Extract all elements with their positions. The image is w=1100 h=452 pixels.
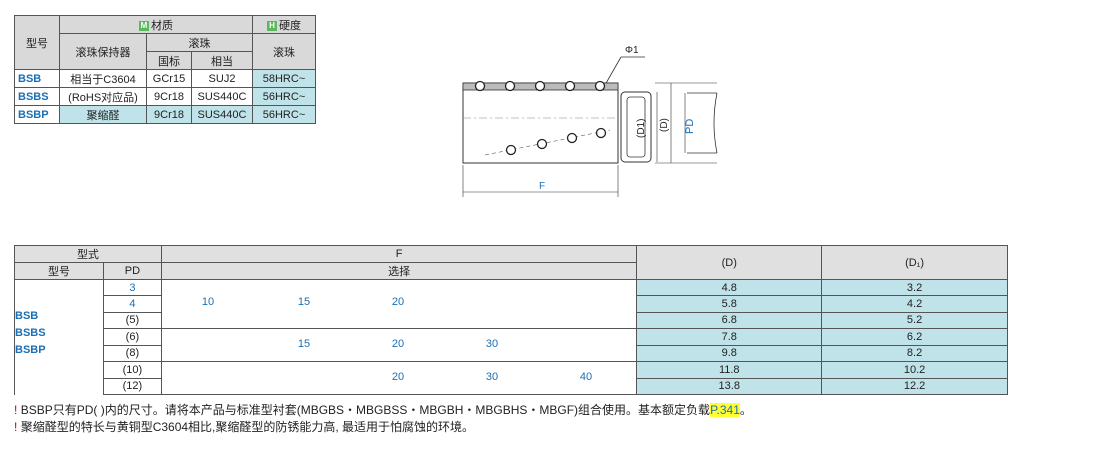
col-model-header: 型号 bbox=[14, 15, 60, 70]
table-row: (6) 15 20 30 7.8 6.2 bbox=[15, 328, 1008, 362]
pd-header: PD bbox=[102, 262, 162, 280]
table-row: 4 5.8 4.2 bbox=[15, 295, 1008, 313]
hardness-cell: 56HRC~ bbox=[252, 105, 316, 124]
col-retainer-header: 滚珠保持器 bbox=[59, 33, 147, 70]
d1-cell: 10.2 bbox=[821, 361, 1008, 379]
col-hardness-header: 滚珠 bbox=[252, 33, 316, 70]
std-cell: 9Cr18 bbox=[146, 87, 192, 106]
model-header: 型号 bbox=[14, 262, 104, 280]
d1-cell: 6.2 bbox=[821, 328, 1008, 346]
d1-cell: 8.2 bbox=[821, 344, 1008, 362]
f-value: 20 bbox=[391, 296, 405, 308]
model-cell: BSBS bbox=[14, 87, 60, 106]
d-header: (D) bbox=[636, 245, 823, 280]
d1-cell: 12.2 bbox=[821, 377, 1008, 395]
spec-table: 型式 F (D) (D₁) 型号 PD 选择 BSB BSBS BSBP 3 1… bbox=[14, 245, 1008, 395]
table-row: BSB 相当于C3604 GCr15 SUJ2 58HRC~ bbox=[14, 69, 316, 88]
d-cell: 13.8 bbox=[636, 377, 823, 395]
f-value: 20 bbox=[391, 338, 405, 350]
pd-cell: (5) bbox=[102, 311, 162, 330]
pd-cell: 3 bbox=[102, 278, 162, 297]
model-cell: BSBP bbox=[14, 105, 60, 124]
pd-label: PD bbox=[684, 119, 696, 134]
pd-cell: (8) bbox=[102, 344, 162, 362]
col-ball-equiv-header: 相当 bbox=[191, 51, 253, 70]
d-cell: 11.8 bbox=[636, 361, 823, 379]
pd-cell: (6) bbox=[102, 328, 162, 346]
f-value: 10 bbox=[201, 296, 215, 308]
f-value: 30 bbox=[485, 338, 499, 350]
f-value: 40 bbox=[579, 371, 593, 383]
table-row: BSBP 聚缩醛 9Cr18 SUS440C 56HRC~ bbox=[14, 105, 316, 124]
equiv-cell: SUS440C bbox=[191, 105, 253, 124]
f-value: 15 bbox=[297, 296, 311, 308]
d1-cell: 5.2 bbox=[821, 311, 1008, 330]
model-item: BSBS bbox=[15, 327, 46, 339]
col-ball-std-header: 国标 bbox=[146, 51, 192, 70]
f-header: F bbox=[160, 245, 638, 263]
d1-cell: 3.2 bbox=[821, 278, 1008, 297]
d-cell: 9.8 bbox=[636, 344, 823, 362]
f-group: 10 15 20 bbox=[160, 279, 638, 329]
hardness-cell: 58HRC~ bbox=[252, 69, 316, 88]
std-cell: 9Cr18 bbox=[146, 105, 192, 124]
col-ball-header: 滚珠 bbox=[146, 33, 253, 52]
warning-icon: ! bbox=[14, 420, 18, 434]
d-label: (D) bbox=[659, 118, 670, 132]
f-label: F bbox=[539, 181, 545, 192]
std-cell: GCr15 bbox=[146, 69, 192, 88]
table-row: BSBS (RoHS对应品) 9Cr18 SUS440C 56HRC~ bbox=[14, 87, 316, 106]
phi-label: Φ1 bbox=[625, 45, 639, 56]
notes: ! BSBP只有PD( )内的尺寸。请将本产品与标准型衬套(MBGBS・MBGB… bbox=[14, 402, 752, 436]
note-line-2: ! 聚缩醛型的特长与黄铜型C3604相比,聚缩醛型的防锈能力高, 最适用于怕腐蚀… bbox=[14, 420, 475, 434]
d1-label: (D1) bbox=[636, 119, 647, 138]
retainer-cell: 聚缩醛 bbox=[59, 105, 147, 124]
d-cell: 5.8 bbox=[636, 295, 823, 313]
table-row: (5) 6.8 5.2 bbox=[15, 311, 1008, 330]
model-item: BSB bbox=[15, 310, 39, 322]
pd-cell: (12) bbox=[102, 377, 162, 395]
type-header: 型式 bbox=[14, 245, 162, 263]
table-row: BSB BSBS BSBP 3 10 15 20 4.8 3.2 bbox=[14, 278, 1008, 395]
d-cell: 6.8 bbox=[636, 311, 823, 330]
d1-cell: 4.2 bbox=[821, 295, 1008, 313]
equiv-cell: SUJ2 bbox=[191, 69, 253, 88]
note-line-1: ! BSBP只有PD( )内的尺寸。请将本产品与标准型衬套(MBGBS・MBGB… bbox=[14, 403, 752, 417]
hardness-cell: 56HRC~ bbox=[252, 87, 316, 106]
page-link[interactable]: P.341 bbox=[710, 403, 740, 417]
table-row: (10) 20 30 40 11.8 10.2 bbox=[15, 361, 1008, 395]
table-row: (8) 9.8 8.2 bbox=[15, 344, 1008, 362]
f-group: 15 20 30 bbox=[160, 328, 638, 362]
model-list: BSB BSBS BSBP bbox=[14, 279, 104, 395]
d1-header: (D₁) bbox=[821, 245, 1008, 280]
d-cell: 4.8 bbox=[636, 278, 823, 297]
select-header: 选择 bbox=[160, 262, 638, 280]
f-value: 30 bbox=[485, 371, 499, 383]
model-item: BSBP bbox=[15, 344, 46, 356]
retainer-cell: (RoHS对应品) bbox=[59, 87, 147, 106]
pd-cell: (10) bbox=[102, 361, 162, 379]
model-cell: BSB bbox=[14, 69, 60, 88]
f-value: 20 bbox=[391, 371, 405, 383]
d-cell: 7.8 bbox=[636, 328, 823, 346]
ball-bushing-drawing: Φ1 (D1) (D) PD F bbox=[462, 45, 718, 197]
hardness-badge-icon: H bbox=[267, 20, 277, 31]
table-row: (12) 13.8 12.2 bbox=[15, 377, 1008, 395]
material-badge-icon: M bbox=[139, 20, 149, 31]
retainer-cell: 相当于C3604 bbox=[59, 69, 147, 88]
equiv-cell: SUS440C bbox=[191, 87, 253, 106]
f-group: 20 30 40 bbox=[160, 361, 638, 395]
f-value: 15 bbox=[297, 338, 311, 350]
warning-icon: ! bbox=[14, 403, 18, 417]
pd-cell: 4 bbox=[102, 295, 162, 313]
